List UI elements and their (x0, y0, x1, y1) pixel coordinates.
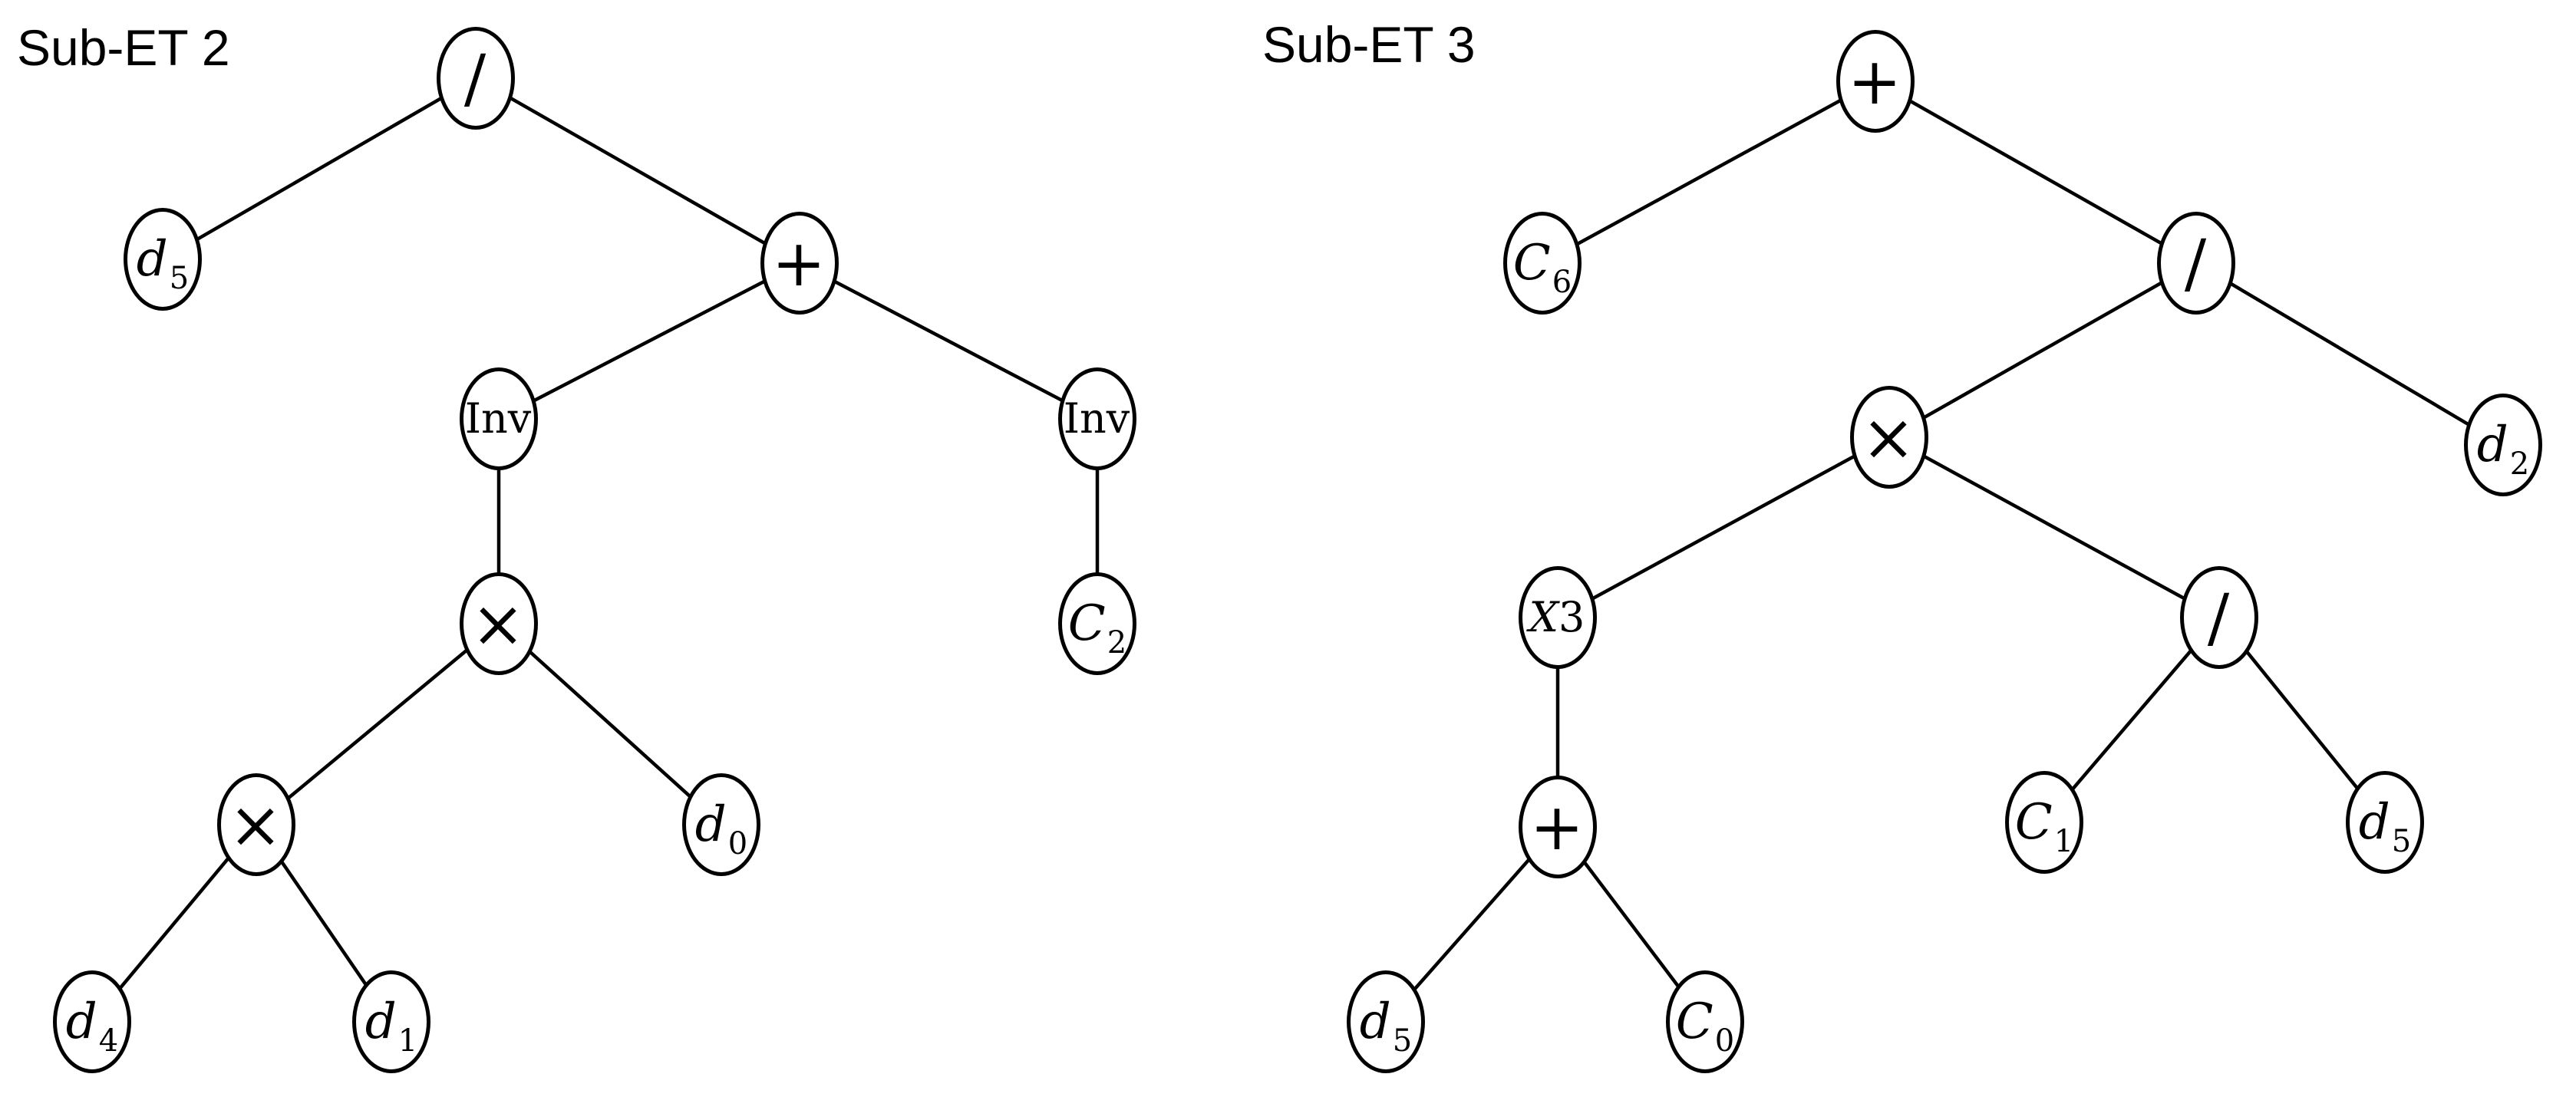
node-label-subscript: 2 (1107, 624, 1127, 661)
node-label: / (2185, 231, 2208, 295)
node-label-subscript: 5 (169, 260, 190, 296)
node-label-base: C (1067, 595, 1106, 652)
node-sub-et-3-plus-inner: + (1519, 776, 1597, 878)
node-label-base: + (1847, 44, 1902, 119)
node-label: × (229, 792, 284, 857)
node-label-base: d (694, 796, 727, 853)
node-sub-et-2-inv-right: Inv (1058, 367, 1136, 470)
edge-sub-et-2-plus-inv-left (497, 262, 801, 420)
node-label-subscript: 4 (98, 1023, 119, 1059)
edge-sub-et-3-div-upper-d2 (2195, 262, 2505, 446)
edge-sub-et-3-div-upper-times (1888, 262, 2198, 439)
node-label-base: C (1675, 993, 1713, 1050)
node-label-base: / (463, 41, 487, 116)
node-label-base: / (2207, 580, 2230, 655)
node-sub-et-3-div-lower: / (2180, 566, 2258, 669)
node-label-base: × (1861, 400, 1916, 475)
node-label: / (2208, 585, 2231, 650)
node-sub-et-2-div-root: / (437, 27, 515, 130)
node-label-subscript: 2 (2509, 446, 2530, 482)
node-sub-et-2-times-lower: × (217, 773, 295, 876)
tree-title-sub-et-2: Sub-ET 2 (17, 19, 230, 76)
node-label-base: d (136, 231, 168, 288)
node-label: / (464, 46, 487, 110)
node-label-base: C (1512, 235, 1551, 292)
edge-sub-et-2-plus-inv-right (798, 262, 1099, 420)
node-sub-et-2-plus: + (760, 212, 839, 315)
node-label-base: Inv (1063, 394, 1130, 443)
node-label-base: × (470, 586, 526, 661)
node-sub-et-2-times-upper: × (460, 572, 538, 675)
node-label-base: d (2358, 794, 2390, 851)
node-label-base: d (65, 993, 97, 1050)
node-label: Inv (1064, 398, 1132, 440)
node-label-base: + (771, 226, 826, 301)
node-label-base: + (1529, 789, 1585, 865)
edge-sub-et-2-times-upper-times-lower (255, 622, 500, 826)
node-sub-et-3-plus-root: + (1836, 30, 1915, 133)
tree-title-sub-et-3: Sub-ET 3 (1262, 16, 1476, 73)
node-label-subscript: 1 (2053, 823, 2074, 859)
node-sub-et-3-times: × (1850, 386, 1928, 489)
edge-sub-et-2-div-root-plus (474, 77, 801, 265)
node-label: × (1862, 405, 1917, 469)
node-label-subscript: 0 (1714, 1023, 1735, 1059)
edge-sub-et-3-times-x3 (1556, 436, 1891, 619)
edge-sub-et-3-times-div-lower (1888, 436, 2221, 619)
node-label-base: X (1529, 593, 1559, 641)
node-label: × (471, 591, 526, 656)
node-label-base: × (228, 787, 283, 862)
node-label: Inv (465, 398, 533, 440)
edge-sub-et-2-times-upper-d0 (497, 622, 723, 826)
node-label-subscript: 6 (1552, 264, 1572, 300)
node-label-subscript: 5 (2391, 823, 2412, 859)
node-label-base: d (2476, 417, 2508, 473)
node-sub-et-3-div-upper: / (2157, 212, 2235, 315)
node-sub-et-2-inv-left: Inv (460, 367, 538, 470)
node-label-subscript: 0 (727, 825, 748, 861)
node-label: + (1530, 795, 1585, 859)
edge-sub-et-3-plus-root-c6 (1541, 80, 1877, 265)
node-label-subscript: 5 (1392, 1023, 1413, 1059)
node-label-base: Inv (464, 394, 532, 443)
node-label: + (1848, 49, 1903, 114)
node-label-after: 3 (1558, 593, 1585, 641)
node-label-base: / (2184, 226, 2207, 301)
node-label-subscript: 1 (397, 1023, 418, 1059)
node-label-base: C (2014, 794, 2053, 851)
edge-sub-et-2-div-root-d5 (161, 77, 477, 261)
node-label-base: d (364, 993, 397, 1050)
edge-sub-et-3-plus-root-div-upper (1874, 80, 2198, 265)
node-label-base: d (1359, 993, 1391, 1050)
node-label: + (772, 231, 827, 295)
